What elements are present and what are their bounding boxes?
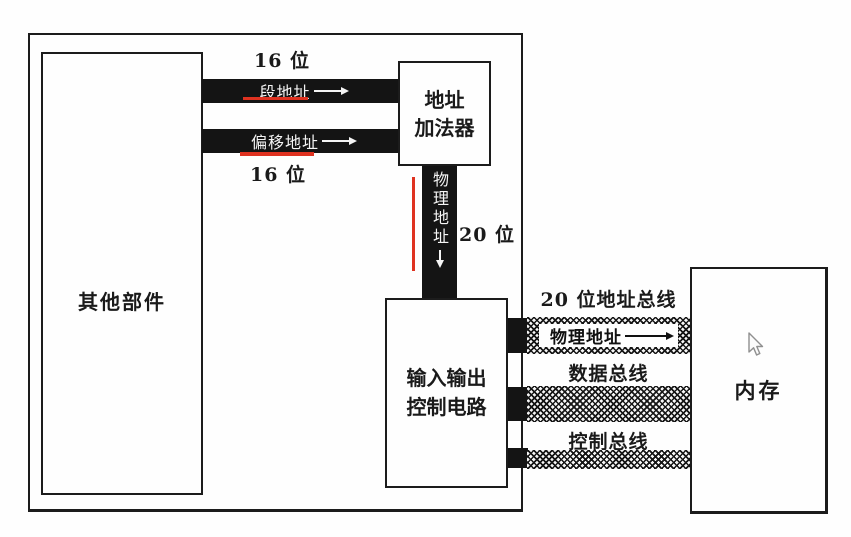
control-bus (527, 450, 690, 469)
arrow-right-icon (322, 137, 357, 145)
address-bus-title: 20 位地址总线 (540, 289, 677, 311)
address-bus-stub (508, 318, 528, 353)
memory-box: 内存 (690, 267, 828, 514)
data-bus (527, 386, 690, 422)
address-adder-line1: 地址 (424, 87, 465, 112)
data-bus-stub (508, 387, 528, 421)
other-components-box: 其他部件 (41, 52, 203, 495)
data-bus-title: 数据总线 (568, 363, 649, 385)
red-underline-offset (240, 152, 314, 156)
arrow-down-icon (435, 250, 444, 268)
memory-label: 内存 (734, 378, 783, 403)
red-underline-segment (243, 97, 308, 100)
physical-width-label: 20 位 (459, 224, 516, 246)
physical-address-vertical-label: 物理地址 (430, 171, 449, 247)
io-control-line2: 控制电路 (406, 395, 487, 419)
address-bus: 物理地址 (527, 317, 690, 354)
offset-width-label: 16 位 (249, 164, 307, 186)
other-components-label: 其他部件 (78, 290, 166, 314)
control-bus-stub (508, 448, 528, 468)
offset-address-label: 偏移地址 (250, 133, 319, 152)
cpu-outer-box (28, 33, 523, 512)
control-bus-title: 控制总线 (568, 431, 649, 453)
mouse-cursor-icon (745, 331, 764, 365)
address-adder-box: 地址 加法器 (398, 61, 491, 166)
arrow-right-icon (625, 331, 674, 340)
physical-address-vertical-bus: 物理地址 (422, 166, 457, 299)
address-bus-core: 物理地址 (539, 324, 678, 348)
segment-width-label: 16 位 (253, 50, 311, 72)
address-bus-label: 物理地址 (550, 328, 622, 348)
address-adder-line2: 加法器 (414, 115, 475, 140)
offset-address-bus: 偏移地址 (202, 129, 399, 153)
io-control-line1: 输入输出 (406, 366, 487, 390)
arrow-right-icon (313, 87, 349, 95)
io-control-box: 输入输出 控制电路 (385, 298, 508, 488)
red-vertical-line (412, 177, 415, 271)
